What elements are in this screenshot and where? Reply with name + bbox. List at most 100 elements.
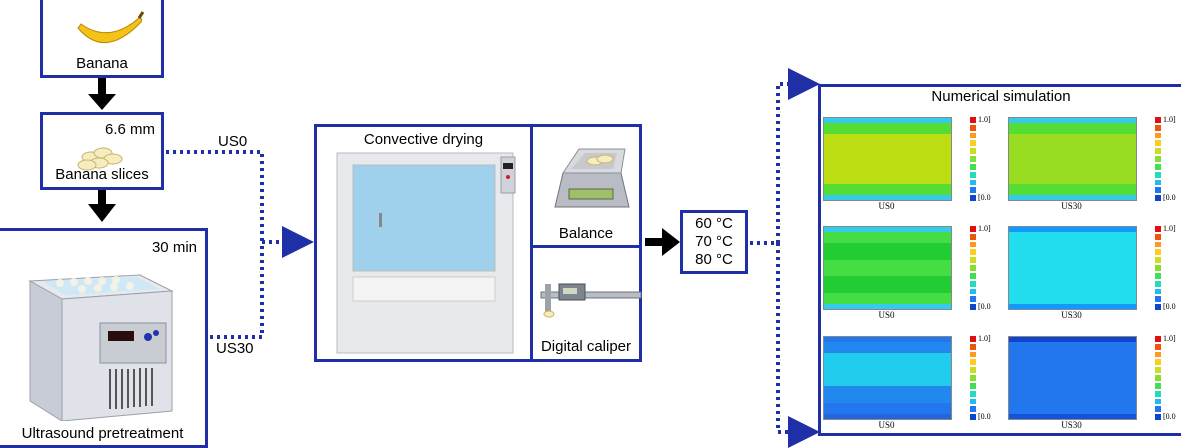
color-scale-step bbox=[970, 272, 976, 279]
balance-label: Balance bbox=[558, 225, 614, 242]
scale-max-label: 1.0] bbox=[1163, 224, 1176, 233]
simulation-field bbox=[1008, 336, 1137, 420]
field-band bbox=[824, 342, 951, 354]
color-scale-step bbox=[1155, 156, 1161, 162]
field-band bbox=[1009, 276, 1136, 293]
field-band bbox=[1009, 259, 1136, 277]
balance-box: Balance bbox=[530, 124, 642, 248]
field-band bbox=[1009, 118, 1136, 124]
color-scale-step bbox=[970, 296, 976, 303]
color-scale-step bbox=[1155, 226, 1161, 232]
color-scale-step bbox=[1155, 367, 1161, 374]
field-band bbox=[824, 386, 951, 403]
color-scale-step bbox=[1155, 398, 1161, 405]
field-band bbox=[1009, 194, 1136, 200]
us30-label: US30 bbox=[216, 340, 254, 357]
field-band bbox=[1009, 167, 1136, 184]
field-band bbox=[1009, 303, 1136, 309]
field-band bbox=[1009, 386, 1136, 403]
temp-60: 60 °C bbox=[695, 215, 733, 232]
banana-box: Banana bbox=[40, 0, 164, 78]
color-scale-step bbox=[1155, 171, 1161, 178]
color-scale-step bbox=[1155, 249, 1161, 256]
color-scale-step bbox=[970, 171, 976, 178]
simulation-field bbox=[823, 226, 952, 310]
color-scale-step bbox=[1155, 195, 1161, 201]
color-scale-step bbox=[1155, 382, 1161, 389]
us0-path bbox=[166, 150, 264, 242]
slices-label: Banana slices bbox=[55, 166, 149, 183]
color-scale-step bbox=[970, 132, 976, 139]
field-band bbox=[824, 118, 951, 124]
field-band bbox=[824, 353, 951, 370]
color-scale-step bbox=[970, 367, 976, 374]
panel-caption: US0 bbox=[878, 420, 895, 430]
panel-caption: US0 bbox=[878, 310, 895, 320]
drying-label: Convective drying bbox=[363, 131, 484, 148]
color-scale-bar bbox=[970, 117, 976, 201]
field-band bbox=[824, 243, 951, 260]
scale-max-label: 1.0] bbox=[978, 224, 991, 233]
field-band bbox=[824, 413, 951, 419]
panel-caption: US30 bbox=[1061, 310, 1082, 320]
color-scale-step bbox=[1155, 375, 1161, 381]
color-scale-step bbox=[970, 241, 976, 248]
color-scale-step bbox=[970, 249, 976, 256]
color-scale-step bbox=[970, 257, 976, 264]
simulation-field bbox=[1008, 117, 1137, 201]
color-scale-step bbox=[970, 280, 976, 287]
color-scale-step bbox=[1155, 257, 1161, 264]
field-band bbox=[824, 303, 951, 309]
field-band bbox=[824, 227, 951, 233]
color-scale-bar bbox=[970, 336, 976, 420]
color-scale-step bbox=[1155, 359, 1161, 366]
color-scale-step bbox=[1155, 336, 1161, 342]
color-scale-step bbox=[1155, 124, 1161, 131]
field-band bbox=[1009, 123, 1136, 135]
color-scale-step bbox=[970, 414, 976, 420]
field-band bbox=[824, 369, 951, 387]
field-band bbox=[1009, 150, 1136, 168]
field-band bbox=[1009, 369, 1136, 387]
color-scale-step bbox=[1155, 343, 1161, 350]
field-band bbox=[1009, 183, 1136, 195]
color-scale-step bbox=[970, 304, 976, 310]
temperature-box: 60 °C 70 °C 80 °C bbox=[680, 210, 748, 274]
simulation-field bbox=[823, 336, 952, 420]
scale-min-label: [0.0 bbox=[978, 193, 991, 202]
color-scale-step bbox=[970, 359, 976, 366]
field-band bbox=[824, 292, 951, 304]
color-scale-step bbox=[1155, 140, 1161, 147]
color-scale-step bbox=[1155, 132, 1161, 139]
caliper-label: Digital caliper bbox=[540, 338, 632, 355]
color-scale-step bbox=[1155, 148, 1161, 155]
color-scale-step bbox=[1155, 280, 1161, 287]
color-scale-step bbox=[970, 375, 976, 381]
color-scale-step bbox=[970, 187, 976, 194]
color-scale-bar bbox=[1155, 226, 1161, 310]
field-band bbox=[1009, 232, 1136, 244]
scale-min-label: [0.0 bbox=[978, 302, 991, 311]
pretreatment-label: Ultrasound pretreatment bbox=[21, 425, 184, 442]
scale-min-label: [0.0 bbox=[978, 412, 991, 421]
color-scale-step bbox=[970, 117, 976, 123]
field-band bbox=[1009, 402, 1136, 414]
banana-slices-icon bbox=[77, 147, 123, 171]
color-scale-step bbox=[970, 343, 976, 350]
field-band bbox=[1009, 342, 1136, 354]
color-scale-step bbox=[970, 226, 976, 232]
ultrasound-bath-icon bbox=[28, 274, 174, 421]
color-scale-step bbox=[970, 124, 976, 131]
simulation-field bbox=[1008, 226, 1137, 310]
color-scale-bar bbox=[970, 226, 976, 310]
thickness-label: 6.6 mm bbox=[104, 121, 155, 138]
scale-max-label: 1.0] bbox=[978, 115, 991, 124]
color-scale-step bbox=[1155, 117, 1161, 123]
field-band bbox=[824, 167, 951, 184]
color-scale-bar bbox=[1155, 117, 1161, 201]
arrow-drying-to-temps bbox=[645, 228, 680, 256]
color-scale-step bbox=[1155, 414, 1161, 420]
field-band bbox=[1009, 227, 1136, 233]
color-scale-step bbox=[970, 163, 976, 170]
